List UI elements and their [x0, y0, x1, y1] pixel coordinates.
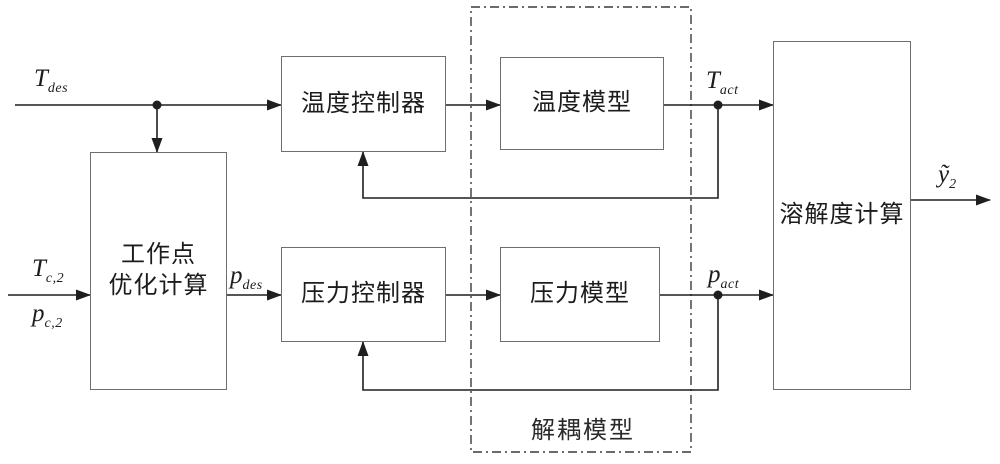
- signal-subscript: act: [720, 277, 740, 292]
- signal-base: p: [708, 261, 721, 288]
- block-operating-point-optimization: 工作点 优化计算: [90, 152, 227, 390]
- signal-label-t-act: Tact: [706, 68, 739, 98]
- decoupling-group-label: 解耦模型: [531, 418, 635, 444]
- block-temperature-model: 温度模型: [500, 57, 664, 150]
- signal-subscript: c,2: [45, 271, 65, 286]
- block-label: 压力控制器: [301, 281, 426, 307]
- block-label-line: 优化计算: [108, 273, 209, 299]
- signal-subscript: des: [47, 81, 69, 96]
- signal-base: ỹ: [938, 161, 950, 188]
- block-pressure-model: 压力模型: [500, 247, 660, 342]
- wire-temp-feedback: [357, 105, 719, 199]
- block-solubility-calculation: 溶解度计算: [773, 41, 911, 390]
- signal-label-t-c2: Tc,2: [32, 256, 64, 286]
- block-label: 温度控制器: [301, 90, 426, 117]
- signal-label-y2-output: ỹ2: [938, 162, 957, 192]
- block-label-line: 工作点: [121, 242, 196, 268]
- junction-dot-tdes: [152, 100, 162, 110]
- signal-base: p: [32, 300, 45, 327]
- signal-label-p-c2: pc,2: [32, 301, 63, 331]
- block-pressure-controller: 压力控制器: [281, 247, 446, 342]
- signal-label-t-des: Tdes: [34, 66, 68, 96]
- signal-base: p: [230, 262, 243, 289]
- signal-label-p-des: pdes: [230, 263, 263, 293]
- signal-subscript: c,2: [44, 316, 63, 331]
- signal-subscript: 2: [949, 177, 957, 192]
- block-label: 溶解度计算: [779, 202, 905, 228]
- signal-subscript: act: [719, 83, 739, 98]
- signal-label-p-act: pact: [708, 262, 739, 292]
- decoupling-group-outline: [470, 6, 692, 453]
- signal-subscript: des: [242, 278, 263, 293]
- signal-base: T: [34, 65, 48, 92]
- wire-pressure-feedback: [357, 295, 719, 391]
- signal-base: T: [706, 67, 720, 94]
- signal-base: T: [32, 255, 46, 282]
- block-temperature-controller: 温度控制器: [281, 56, 446, 152]
- block-label: 压力模型: [530, 281, 630, 307]
- block-label: 温度模型: [532, 90, 632, 116]
